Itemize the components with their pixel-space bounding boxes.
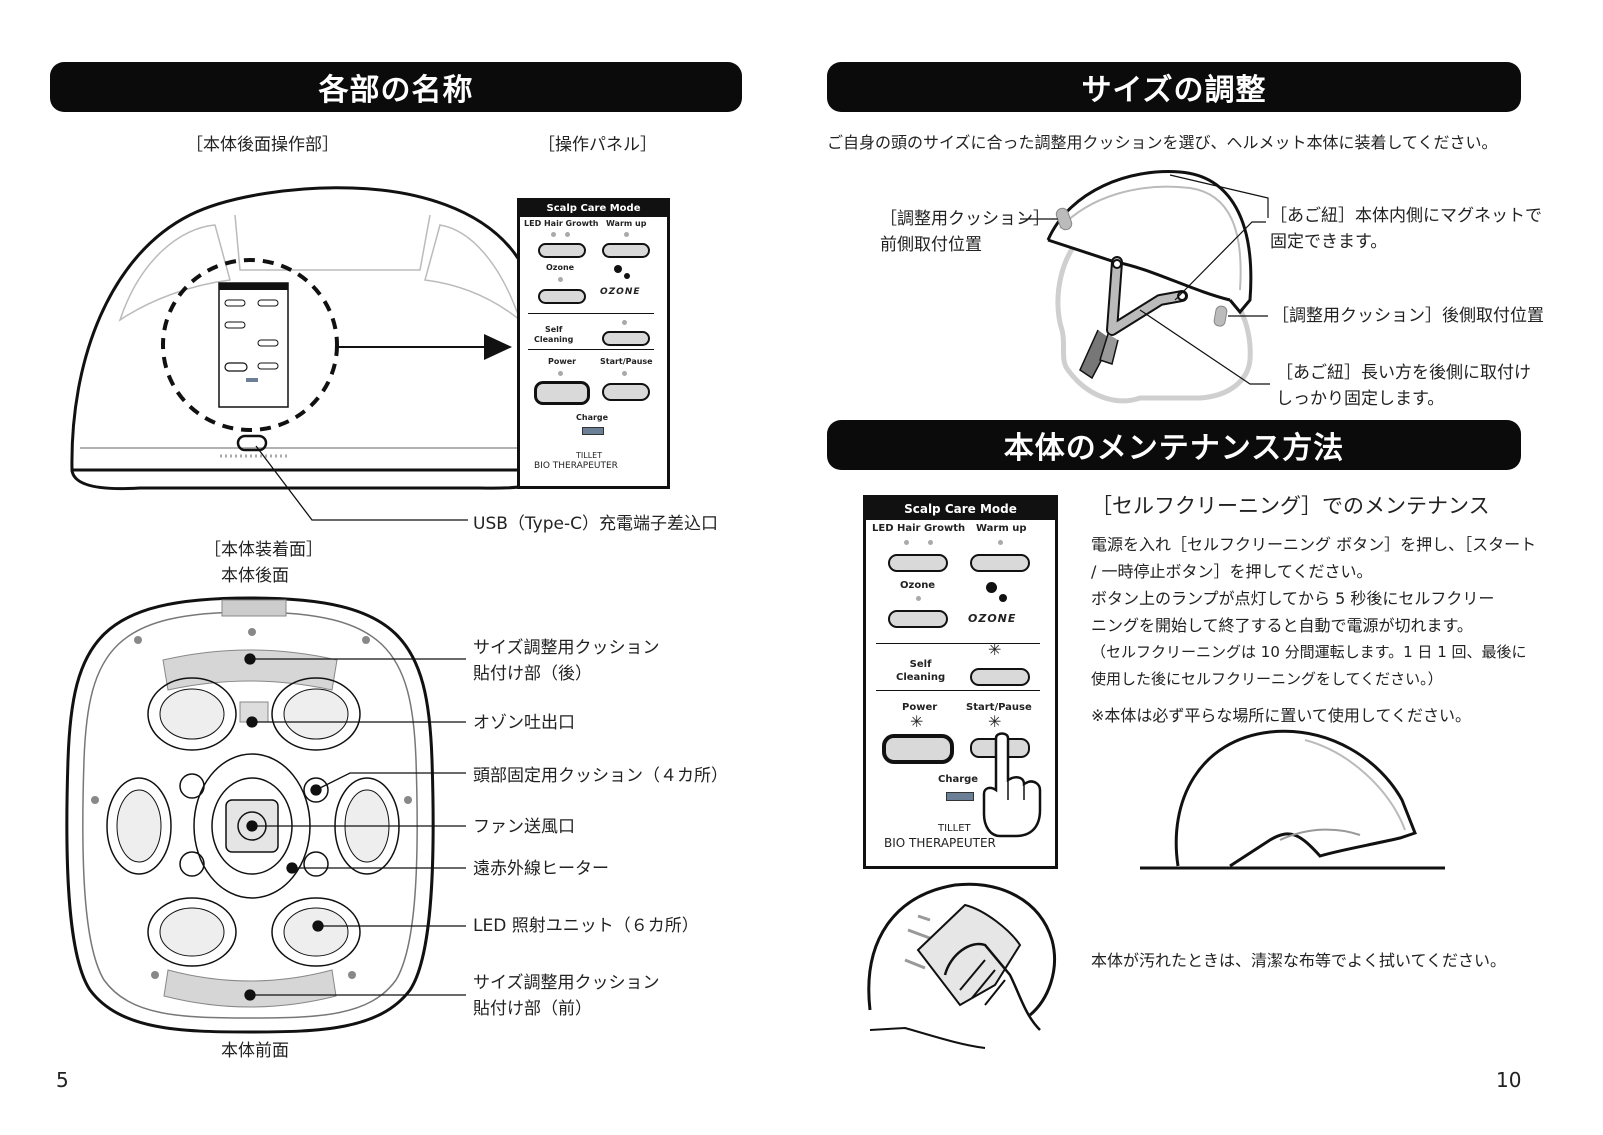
control-panel-maintenance: Scalp Care Mode LED Hair Growth Warm up … <box>863 495 1058 869</box>
panel-ozone-label: Ozone <box>546 263 575 272</box>
self-cleaning-button <box>602 331 650 346</box>
maintenance-instructions: 電源を入れ［セルフクリーニング ボタン］を押し、［スタート / 一時停止ボタン］… <box>1091 531 1537 693</box>
ozone-logo-icon: OZONE <box>600 287 641 297</box>
led-button <box>538 243 586 258</box>
panel-brand-1: TILLET <box>576 451 603 460</box>
warm-button <box>970 554 1030 572</box>
label-chin-strap-long: ［あご紐］長い方を後側に取付けしっかり固定します。 <box>1276 360 1531 412</box>
panel-brand-1: TILLET <box>938 823 971 834</box>
maintenance-title: ［セルフクリーニング］でのメンテナンス <box>1091 494 1490 518</box>
panel-charge-label: Charge <box>576 413 609 422</box>
panel-led-label: LED Hair Growth <box>872 523 966 534</box>
ozone-logo-icon: OZONE <box>968 612 1017 625</box>
wear-side-title: ［本体装着面］ <box>204 540 323 560</box>
warm-button <box>602 243 650 258</box>
size-intro: ご自身の頭のサイズに合った調整用クッションを選び、ヘルメット本体に装着してくださ… <box>827 133 1498 152</box>
charge-indicator <box>582 427 604 435</box>
page-number-right: 10 <box>1496 1068 1522 1092</box>
label-cushion-front: ［調整用クッション］ 前側取付位置 <box>880 206 1050 258</box>
page-number-left: 5 <box>56 1068 69 1092</box>
instruction-line: / 一時停止ボタン］を押してください。 <box>1091 562 1373 581</box>
callout-led-unit: LED 照射ユニット（６カ所） <box>473 916 699 936</box>
label-chin-strap-magnet: ［あご紐］本体内側にマグネットで固定できます。 <box>1270 203 1542 255</box>
self-label: Self <box>909 659 932 670</box>
label-text: しっかり固定します。 <box>1276 389 1445 409</box>
panel-ozone-label: Ozone <box>900 580 936 591</box>
ozone-button <box>888 610 948 628</box>
light-burst-icon: ✳ <box>988 640 1002 659</box>
self-label: Self <box>544 325 563 334</box>
instruction-line: 使用した後にセルフクリーニングをしてください。） <box>1091 670 1443 688</box>
panel-brand-2: BIO THERAPEUTER <box>884 836 996 850</box>
section-header-size-adjust: サイズの調整 <box>827 62 1521 112</box>
helmet-side-view <box>1046 170 1253 404</box>
charge-indicator <box>946 792 974 801</box>
helmet-inner-view <box>65 596 435 1034</box>
label-text: ［調整用クッション］ <box>880 209 1050 229</box>
ozone-logo-dot <box>624 273 630 279</box>
panel-title: Scalp Care Mode <box>520 201 667 217</box>
label-text: 固定できます。 <box>1270 232 1388 252</box>
self-cleaning-button <box>970 668 1030 686</box>
subtitle-back-operation: ［本体後面操作部］ <box>186 135 339 155</box>
helmet-back-view <box>70 186 556 491</box>
ozone-logo-dot <box>614 265 622 273</box>
cleaning-label: Cleaning <box>534 335 574 344</box>
callout-cushion-front: サイズ調整用クッション貼付け部（前） <box>473 970 660 1022</box>
panel-warm-label: Warm up <box>606 219 647 228</box>
led-button <box>888 554 948 572</box>
panel-start-label: Start/Pause <box>600 357 653 366</box>
instruction-line: 電源を入れ［セルフクリーニング ボタン］を押し、［スタート <box>1091 535 1537 554</box>
start-pause-button <box>602 383 650 401</box>
ozone-button <box>538 289 586 304</box>
callout-text: サイズ調整用クッション <box>473 638 660 658</box>
panel-brand-2: BIO THERAPEUTER <box>534 461 618 471</box>
power-button <box>882 734 954 764</box>
panel-title: Scalp Care Mode <box>866 498 1055 520</box>
ozone-logo-dot <box>986 582 997 593</box>
section-header-maintenance: 本体のメンテナンス方法 <box>827 420 1521 470</box>
section-header-part-names: 各部の名称 <box>50 62 742 112</box>
callout-ozone-outlet: オゾン吐出口 <box>473 713 575 733</box>
callout-text: サイズ調整用クッション <box>473 973 660 993</box>
panel-charge-label: Charge <box>938 774 979 785</box>
light-burst-icon: ✳ <box>910 712 924 731</box>
instruction-line: （セルフクリーニングは 10 分間運転します。1 日 1 回、最後に <box>1091 643 1527 661</box>
wiping-illustration <box>867 882 1057 1049</box>
pressing-finger-icon <box>982 732 1042 838</box>
label-text: ［あご紐］本体内側にマグネットで <box>1270 206 1542 226</box>
control-panel-diagram: Scalp Care Mode LED Hair Growth Warm up … <box>517 198 670 489</box>
label-cushion-back: ［調整用クッション］後側取付位置 <box>1272 306 1544 326</box>
power-button <box>534 381 590 405</box>
wipe-note: 本体が汚れたときは、清潔な布等でよく拭いてください。 <box>1091 951 1507 970</box>
panel-power-label: Power <box>902 702 938 713</box>
ozone-logo-dot <box>999 594 1007 602</box>
callout-fan-outlet: ファン送風口 <box>473 817 575 837</box>
maintenance-note: ※本体は必ず平らな場所に置いて使用してください。 <box>1091 706 1471 725</box>
callout-far-infrared-heater: 遠赤外線ヒーター <box>473 859 609 879</box>
panel-start-label: Start/Pause <box>966 702 1032 713</box>
wear-back-label: 本体後面 <box>221 566 289 586</box>
label-text: ［あご紐］長い方を後側に取付け <box>1276 363 1531 383</box>
usb-port-label: USB（Type-C）充電端子差込口 <box>473 514 718 534</box>
callout-cushion-back: サイズ調整用クッション貼付け部（後） <box>473 635 660 687</box>
panel-led-label: LED Hair Growth <box>524 219 599 228</box>
callout-head-cushion: 頭部固定用クッション（４カ所） <box>473 766 728 786</box>
light-burst-icon: ✳ <box>988 712 1002 731</box>
panel-power-label: Power <box>548 357 577 366</box>
label-text: 前側取付位置 <box>880 235 982 255</box>
instruction-line: ボタン上のランプが点灯してから 5 秒後にセルフクリー <box>1091 589 1495 608</box>
cleaning-label: Cleaning <box>896 672 946 683</box>
wear-front-label: 本体前面 <box>221 1041 289 1061</box>
callout-text: 貼付け部（前） <box>473 999 592 1019</box>
instruction-line: ニングを開始して終了すると自動で電源が切れます。 <box>1091 616 1473 635</box>
panel-warm-label: Warm up <box>976 523 1027 534</box>
callout-text: 貼付け部（後） <box>473 664 592 684</box>
helmet-on-table <box>1140 729 1445 870</box>
subtitle-control-panel: ［操作パネル］ <box>538 135 657 155</box>
